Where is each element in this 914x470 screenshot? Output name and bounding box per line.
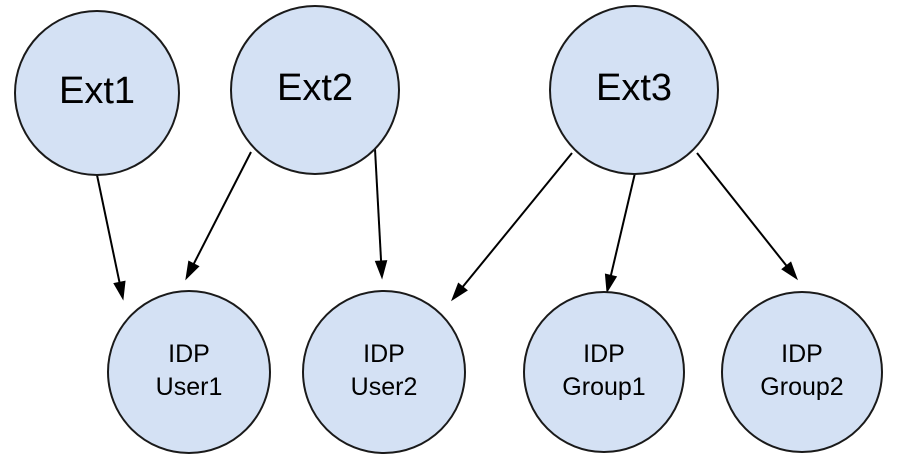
edge-ext2-to-idp-user1: Ext2 to IDP User1 xyxy=(185,151,252,281)
arrowhead-icon xyxy=(450,282,468,302)
edge-line xyxy=(696,152,790,269)
arrowhead-icon xyxy=(374,260,388,280)
edge-line xyxy=(460,152,573,290)
node-label: Group1 xyxy=(562,373,645,401)
edge-ext2-to-idp-user2: Ext2 to IDP User2 xyxy=(374,148,388,280)
edge-layer: Ext1 to IDP User1 Ext2 to IDP User1 Ext2 t… xyxy=(96,148,798,302)
node-circle[interactable] xyxy=(230,5,400,175)
node-layer: Ext1Ext1 Ext2Ext2 Ext3Ext3IDP User1 IDP User… xyxy=(14,5,883,454)
edge-line xyxy=(374,148,383,265)
node-ext1[interactable]: Ext1Ext1 xyxy=(14,10,180,176)
node-label: User2 xyxy=(351,373,418,401)
node-label: Ext2 xyxy=(277,67,353,109)
edge-ext3-to-idp-group1: Ext3 to IDP Group1 xyxy=(604,172,636,294)
node-circle[interactable] xyxy=(302,290,466,454)
node-ext3[interactable]: Ext3Ext3 xyxy=(549,5,719,175)
arrowhead-icon xyxy=(113,280,126,301)
node-label: IDP xyxy=(583,340,625,368)
arrowhead-icon xyxy=(604,273,618,294)
node-circle[interactable] xyxy=(107,290,271,454)
node-label: IDP xyxy=(363,340,405,368)
node-circle[interactable] xyxy=(14,10,180,176)
arrowhead-icon xyxy=(185,260,200,281)
node-circle[interactable] xyxy=(523,291,685,453)
node-label: User1 xyxy=(156,373,223,401)
node-label: IDP xyxy=(168,340,210,368)
edge-ext3-to-idp-group2: Ext3 to IDP Group2 xyxy=(696,152,798,281)
node-label: Group2 xyxy=(760,373,843,401)
node-label: Ext1 xyxy=(59,70,135,112)
arrowhead-icon xyxy=(781,261,798,281)
edge-line xyxy=(191,151,252,267)
node-circle[interactable] xyxy=(721,291,883,453)
edge-line xyxy=(609,172,636,279)
edge-ext1-to-idp-user1: Ext1 to IDP User1 xyxy=(96,174,126,301)
node-label: Ext3 xyxy=(596,67,672,109)
edge-ext3-to-idp-user2: Ext3 to IDP User2 xyxy=(450,152,573,302)
node-circle[interactable] xyxy=(549,5,719,175)
node-label: IDP xyxy=(781,340,823,368)
edge-line xyxy=(96,174,122,286)
node-ext2[interactable]: Ext2Ext2 xyxy=(230,5,400,175)
node-idp-group2[interactable]: IDPGroup2IDP Group2 xyxy=(721,291,883,453)
